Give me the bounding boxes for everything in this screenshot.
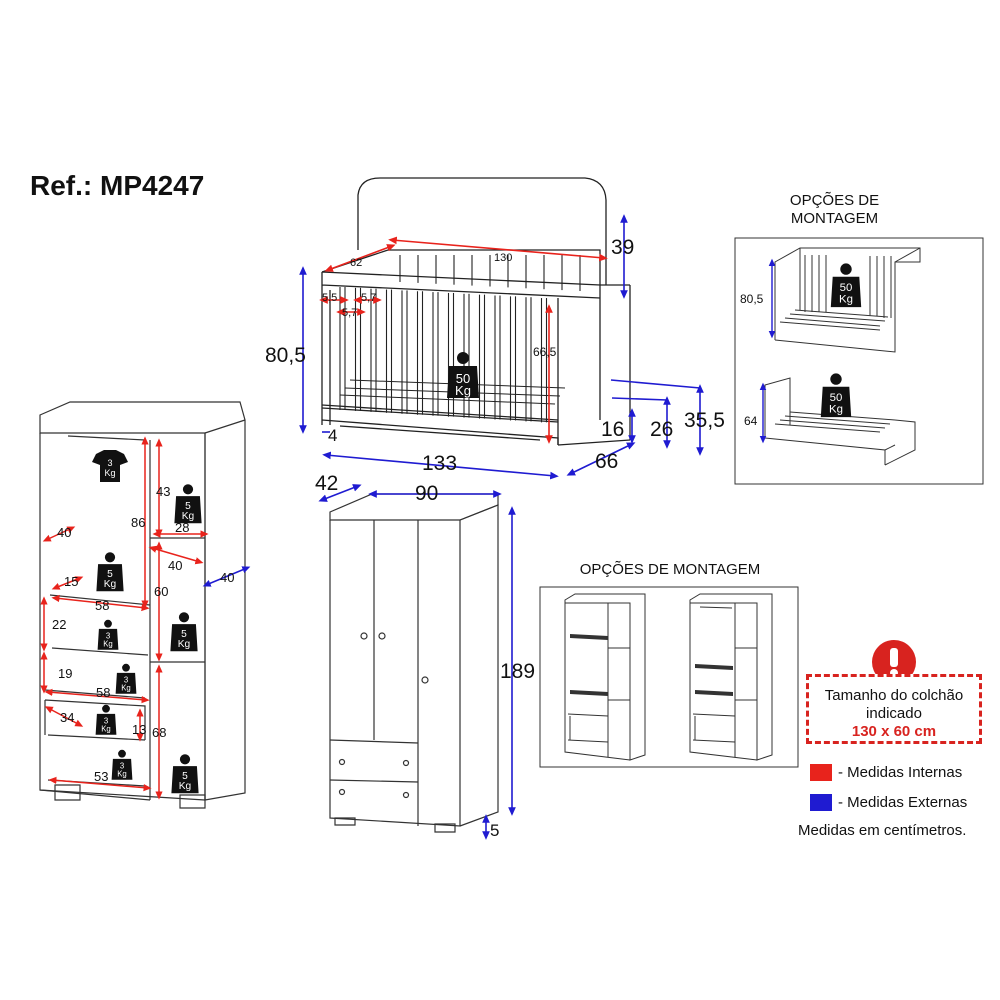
exclamation-icon	[872, 640, 916, 684]
dim-16: 16	[601, 418, 624, 441]
svg-text:Kg: Kg	[182, 511, 195, 522]
dim-5-7-top: 5,7	[361, 292, 376, 304]
dim-130: 130	[494, 252, 512, 264]
weight-3kg-icon: 3 Kg	[95, 704, 117, 735]
svg-text:5: 5	[185, 501, 191, 512]
svg-text:5: 5	[182, 771, 188, 782]
svg-text:Kg: Kg	[179, 781, 192, 792]
dim-66: 66	[595, 450, 618, 473]
svg-text:Kg: Kg	[121, 683, 131, 692]
wardrobe-option-a	[564, 593, 646, 761]
svg-text:3: 3	[124, 676, 128, 685]
opt-weight-bottom-icon: 50 Kg	[820, 373, 852, 418]
svg-text:Kg: Kg	[104, 468, 115, 478]
svg-text:Kg: Kg	[104, 579, 117, 590]
blue-swatch-icon	[810, 794, 832, 811]
svg-text:3: 3	[107, 458, 112, 468]
legend-external-label: - Medidas Externas	[838, 794, 968, 811]
warning-line-1: Tamanho do colchão	[824, 687, 964, 704]
wf-dim-90: 90	[415, 482, 438, 505]
svg-text:5: 5	[181, 629, 187, 640]
weight-5kg-icon: 5 Kg	[171, 754, 199, 794]
svg-text:5: 5	[107, 569, 113, 580]
svg-text:50: 50	[840, 282, 853, 294]
svg-text:Kg: Kg	[117, 769, 127, 778]
svg-text:50: 50	[830, 392, 843, 404]
svg-text:Kg: Kg	[101, 724, 111, 733]
dim-80-5: 80,5	[265, 344, 306, 367]
svg-text:Kg: Kg	[839, 293, 853, 305]
legend-external: - Medidas Externas	[810, 794, 967, 811]
warning-line-2: indicado	[866, 705, 922, 722]
dim-4: 4	[328, 426, 337, 445]
weight-3kg-icon: 3 Kg	[115, 663, 137, 694]
wl-dim-15: 15	[64, 574, 78, 589]
wl-dim-86: 86	[131, 515, 145, 530]
opt-dim-80-5: 80,5	[740, 292, 764, 306]
wf-dim-5: 5	[490, 821, 499, 840]
svg-text:3: 3	[104, 717, 108, 726]
crib-weight-icon: 50 Kg	[447, 352, 479, 398]
warning-line-3: 130 x 60 cm	[851, 723, 937, 740]
wl-dim-58-top: 58	[95, 598, 109, 613]
red-swatch-icon	[810, 764, 832, 781]
opt-weight-top-icon: 50 Kg	[830, 263, 862, 308]
wl-dim-28: 28	[175, 520, 189, 535]
wl-dim-40-left: 40	[57, 525, 71, 540]
opt-dim-64: 64	[744, 414, 758, 428]
mattress-size-warning: Tamanho do colchão indicado 130 x 60 cm	[806, 674, 982, 744]
weight-5kg-icon: 5 Kg	[170, 612, 198, 652]
wl-dim-19: 19	[58, 666, 72, 681]
wl-dim-40-right: 40	[220, 570, 234, 585]
crib-drawing	[321, 177, 631, 446]
weight-5kg-icon: 5 Kg	[174, 484, 202, 524]
crib-option-crib	[774, 247, 921, 353]
svg-text:Kg: Kg	[103, 639, 113, 648]
legend-internal: - Medidas Internas	[810, 764, 962, 781]
svg-text:3: 3	[120, 762, 124, 771]
reference-code: Ref.: MP4247	[30, 170, 205, 201]
svg-text:50: 50	[456, 371, 470, 386]
wl-dim-13: 13	[132, 722, 146, 737]
crib-options-title: OPÇÕES DE MONTAGEM	[789, 192, 880, 227]
dim-66-5: 66,5	[533, 345, 557, 359]
weight-5kg-icon: 5 Kg	[96, 552, 124, 592]
hanger-shirt-icon: 3 Kg	[92, 450, 128, 482]
dim-26: 26	[650, 418, 673, 441]
wl-dim-40-mid: 40	[168, 558, 182, 573]
weight-3kg-icon: 3 Kg	[111, 749, 133, 780]
weight-3kg-icon: 3 Kg	[97, 619, 119, 650]
dim-39: 39	[611, 236, 634, 259]
wf-dim-42: 42	[315, 472, 338, 495]
wf-dim-189: 189	[500, 660, 535, 683]
dim-5-7-bottom: 5,7	[342, 307, 357, 319]
dim-133: 133	[422, 452, 457, 475]
dim-5-5: 5,5	[322, 292, 337, 304]
wl-dim-60: 60	[154, 584, 168, 599]
wl-dim-22: 22	[52, 617, 66, 632]
crib-options-panel	[734, 237, 984, 485]
wardrobe-option-b	[689, 593, 773, 761]
crib-option-bed	[764, 377, 916, 466]
dim-62: 62	[350, 257, 362, 269]
wardrobe-options-title: OPÇÕES DE MONTAGEM	[579, 561, 761, 578]
wl-dim-43: 43	[156, 484, 170, 499]
wl-dim-58-bottom: 58	[96, 685, 110, 700]
svg-text:Kg: Kg	[178, 639, 191, 650]
wl-dim-53: 53	[94, 769, 108, 784]
wl-dim-34: 34	[60, 710, 74, 725]
svg-text:Kg: Kg	[829, 403, 843, 415]
svg-text:3: 3	[106, 632, 110, 641]
wardrobe-options-panel	[539, 586, 799, 768]
wl-dim-68: 68	[152, 725, 166, 740]
wardrobe-closed-drawing	[329, 493, 499, 833]
svg-text:Kg: Kg	[455, 383, 471, 398]
dim-35-5: 35,5	[684, 409, 725, 432]
wardrobe-open-drawing	[39, 401, 246, 809]
legend-internal-label: - Medidas Internas	[838, 764, 963, 781]
units-note: Medidas em centímetros.	[798, 822, 967, 839]
